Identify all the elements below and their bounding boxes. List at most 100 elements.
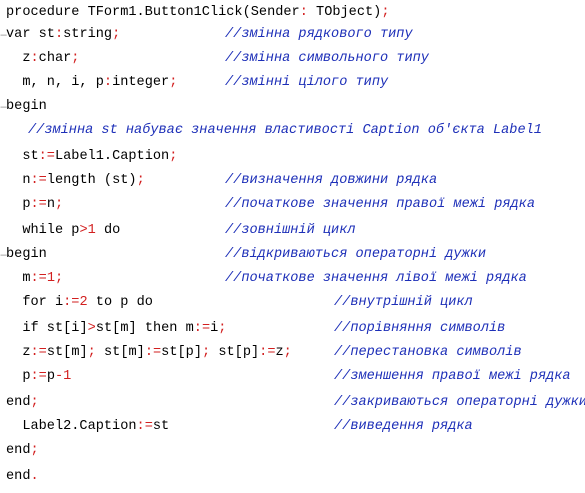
code-token: ; — [202, 345, 219, 360]
code-token: while — [6, 223, 72, 238]
code-token: ] — [251, 345, 260, 360]
code-token: ; — [136, 173, 145, 188]
code-line[interactable]: procedure TForm1.Button1Click(Sender: TO… — [0, 2, 585, 24]
code-text: z:char; — [6, 48, 79, 70]
code-token: ; — [30, 395, 39, 410]
code-text: m:=1; — [6, 268, 63, 290]
code-token: length — [46, 173, 104, 188]
code-token: st — [46, 345, 64, 360]
code-line[interactable]: p:=p-1//зменшення правої межі рядка — [0, 366, 585, 388]
code-line[interactable]: z:=st[m]; st[m]:=st[p]; st[p]:=z;//перес… — [0, 342, 585, 364]
code-token: z — [6, 51, 31, 66]
code-token: m — [71, 345, 80, 360]
code-text: m, n, i, p:integer; — [6, 72, 177, 94]
code-token: := — [30, 197, 47, 212]
code-line[interactable]: p:=n;//початкове значення правої межі ря… — [0, 194, 585, 216]
code-text: procedure TForm1.Button1Click(Sender: TO… — [6, 2, 389, 24]
code-token: ; — [54, 197, 64, 212]
code-comment: //порівняння символів — [334, 321, 506, 336]
code-line[interactable]: while p>1 do//зовнішній цикл — [0, 220, 585, 242]
code-token: > — [79, 223, 88, 238]
code-line[interactable]: −begin — [0, 96, 585, 118]
code-token: ; — [112, 27, 121, 42]
code-comment: //перестановка символів — [334, 345, 522, 360]
code-token: TForm1.Button1Click — [87, 5, 243, 20]
code-text: while p>1 do — [6, 220, 120, 242]
code-line[interactable]: end; — [0, 440, 585, 462]
code-text: p:=n; — [6, 194, 63, 216]
code-line[interactable]: if st[i]>st[m] then m:=i;//порівняння си… — [0, 318, 585, 340]
code-line[interactable]: −var st:string;//змінна рядкового типу — [0, 24, 585, 46]
code-token: p — [120, 295, 129, 310]
code-token: ; — [54, 271, 64, 286]
code-text: st:=Label1.Caption; — [6, 146, 177, 168]
code-token: end — [6, 469, 31, 484]
code-token: z — [6, 345, 31, 360]
code-comment: //змінна рядкового типу — [225, 27, 413, 42]
code-token: : — [30, 51, 39, 66]
code-token: : — [299, 5, 317, 20]
code-text: end; — [6, 440, 39, 462]
code-token: ; — [30, 443, 39, 458]
code-line[interactable]: end. — [0, 466, 585, 488]
code-comment: //внутрішній цикл — [334, 295, 473, 310]
code-comment: //відкриваються операторні дужки — [225, 247, 487, 262]
code-line[interactable]: n:=length (st);//визначення довжини рядк… — [0, 170, 585, 192]
code-token: . — [30, 469, 39, 484]
code-line[interactable]: Label2.Caption:=st//виведення рядка — [0, 416, 585, 438]
fold-marker-icon[interactable]: − — [0, 100, 8, 114]
code-comment: //змінна символьного типу — [225, 51, 429, 66]
code-line[interactable]: z:char; //змінна символьного типу — [0, 48, 585, 70]
code-token: [ — [63, 345, 72, 360]
code-line[interactable]: for i:=2 to p do //внутрішній цикл — [0, 292, 585, 314]
code-token: var — [6, 27, 39, 42]
code-token: st — [38, 27, 55, 42]
code-token: ) — [128, 173, 137, 188]
code-token: m — [120, 321, 129, 336]
code-text: p:=p-1 — [6, 366, 71, 388]
code-token: begin — [6, 247, 47, 262]
code-text: for i:=2 to p do — [6, 292, 153, 314]
code-line[interactable]: st:=Label1.Caption; — [0, 146, 585, 168]
code-token: 1 — [63, 369, 72, 384]
code-line[interactable]: //змінна st набуває значення властивості… — [0, 120, 585, 142]
code-token: m — [185, 321, 194, 336]
code-token: 1 — [87, 223, 96, 238]
code-comment: //закриваються операторні дужки — [334, 395, 585, 410]
code-token: ] — [136, 345, 145, 360]
code-token: m, n, i, p — [6, 75, 104, 90]
code-comment: //початкове значення лівої межі рядка — [225, 271, 527, 286]
code-token: [ — [120, 345, 129, 360]
code-token: ] — [79, 321, 88, 336]
code-token: end — [6, 395, 31, 410]
code-token: string — [63, 27, 113, 42]
code-text: end; — [6, 392, 39, 414]
code-token: n — [6, 173, 31, 188]
code-token: st — [6, 149, 39, 164]
code-line[interactable]: m:=1; //початкове значення лівої межі ряд… — [0, 268, 585, 290]
code-token: i — [54, 295, 64, 310]
code-token: ; — [283, 345, 292, 360]
code-line[interactable]: −begin //відкриваються операторні дужки — [0, 244, 585, 266]
code-token: ; — [381, 5, 390, 20]
code-comment: //визначення довжини рядка — [225, 173, 438, 188]
fold-marker-icon[interactable]: − — [0, 28, 8, 42]
code-token: do — [95, 223, 121, 238]
code-token: p — [242, 345, 251, 360]
code-token: st — [152, 419, 170, 434]
code-token: p — [6, 369, 31, 384]
code-token: ( — [242, 5, 251, 20]
code-token: z — [275, 345, 284, 360]
code-line[interactable]: m, n, i, p:integer;//змінні цілого типу — [0, 72, 585, 94]
code-token: m — [6, 271, 31, 286]
code-line[interactable]: end; //закриваються операторні дужки — [0, 392, 585, 414]
code-token: ; — [71, 51, 80, 66]
fold-marker-icon[interactable]: − — [0, 248, 8, 262]
code-token: ; — [169, 149, 178, 164]
code-token: [ — [234, 345, 243, 360]
code-token: n — [46, 197, 55, 212]
code-token: := — [30, 369, 47, 384]
code-token: m — [128, 345, 137, 360]
code-token: ; — [218, 321, 227, 336]
